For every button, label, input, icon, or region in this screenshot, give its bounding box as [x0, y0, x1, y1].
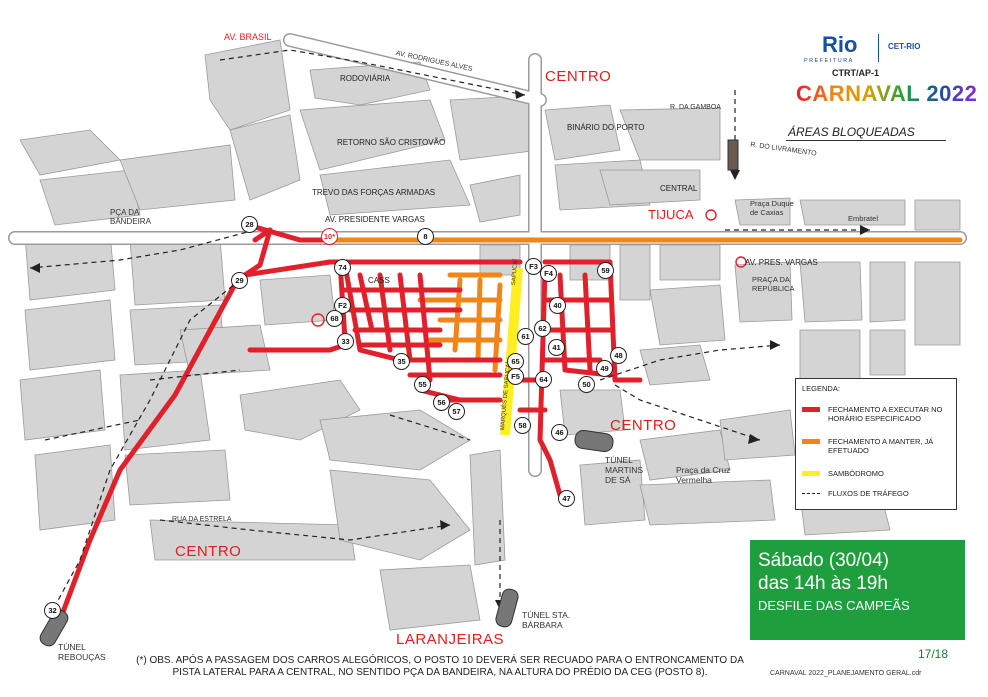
legend-label: FECHAMENTO A EXECUTAR NO HORÁRIO ESPECIF…	[828, 405, 943, 423]
label-duque-caxias: Praça Duque de Caxias	[750, 199, 794, 217]
logo-divider	[878, 34, 879, 62]
label-tunel-barbara: TÚNEL STA. BÁRBARA	[522, 610, 571, 630]
label-tunel-martins: TÚNEL MARTINS DE SÁ	[605, 455, 644, 485]
post-marker: 64	[535, 371, 552, 388]
file-name: CARNAVAL 2022_PLANEJAMENTO GERAL.cdr	[770, 670, 922, 677]
label-trevo: TREVO DAS FORÇAS ARMADAS	[312, 188, 436, 197]
maintained-closures	[327, 237, 963, 373]
post-marker: 61	[517, 328, 534, 345]
ctrt-text: CTRT/AP-1	[832, 68, 879, 78]
metro-markers	[311, 209, 747, 327]
post-marker: 47	[558, 490, 575, 507]
label-pres-vargas-east: AV. PRES. VARGAS	[745, 258, 818, 267]
legend-box: LEGENDA: FECHAMENTO A EXECUTAR NO HORÁRI…	[795, 378, 957, 510]
footnote: (*) OBS. APÓS A PASSAGEM DOS CARROS ALEG…	[136, 655, 744, 678]
city-blocks	[19, 39, 961, 631]
title-underline	[786, 140, 946, 141]
post-marker: 8	[417, 228, 434, 245]
schedule-box: Sábado (30/04) das 14h às 19h DESFILE DA…	[750, 540, 965, 640]
post-marker: 28	[241, 216, 258, 233]
area-centro-top: CENTRO	[545, 68, 612, 85]
cet-rio-text: CET-RIO	[888, 42, 921, 51]
post-marker: F5	[507, 368, 524, 385]
label-praca-republica: PRAÇA DA REPÚBLICA	[752, 275, 795, 293]
post-marker: 57	[448, 403, 465, 420]
area-centro-bottom: CENTRO	[175, 543, 242, 560]
label-rua-estrela: RUA DA ESTRELA	[172, 516, 232, 523]
post-marker: 32	[44, 602, 61, 619]
post-marker: 35	[393, 353, 410, 370]
legend-label: FLUXOS DE TRÁFEGO	[828, 489, 909, 498]
post-marker: 62	[534, 320, 551, 337]
label-cruz-vermelha: Praça da Cruz Vermelha	[676, 465, 731, 485]
label-embratel: Embratel	[848, 214, 879, 223]
post-marker: 74	[334, 259, 351, 276]
area-tijuca: TIJUCA	[648, 207, 694, 222]
post-marker: 58	[514, 417, 531, 434]
label-pres-vargas: AV. PRESIDENTE VARGAS	[325, 215, 425, 224]
post-marker: 41	[548, 339, 565, 356]
label-rodoviaria: RODOVIÁRIA	[340, 74, 391, 83]
label-binario: BINÁRIO DO PORTO	[567, 123, 645, 132]
area-laranjeiras: LARANJEIRAS	[396, 631, 505, 648]
post-marker: 48	[610, 347, 627, 364]
legend-swatch	[802, 471, 820, 476]
sambodromo-line	[500, 267, 523, 436]
schedule-hours: das 14h às 19h	[758, 573, 888, 594]
legend-title: LEGENDA:	[802, 384, 840, 393]
legend-swatch-arrow-icon	[802, 493, 820, 494]
post-marker: F4	[540, 265, 557, 282]
label-cass: CASS	[368, 276, 390, 285]
page-number: 17/18	[918, 647, 949, 661]
post-marker: 68	[326, 310, 343, 327]
post-marker: 59	[597, 262, 614, 279]
label-central: CENTRAL	[660, 184, 698, 193]
label-dagamboa: R. DA GAMBOA	[670, 104, 721, 111]
legend-swatch	[802, 407, 820, 412]
post-marker: 50	[578, 376, 595, 393]
post-marker: 49	[596, 360, 613, 377]
post-marker: 55	[414, 376, 431, 393]
legend-label: SAMBÓDROMO	[828, 469, 884, 478]
schedule-day: Sábado (30/04)	[758, 550, 889, 571]
areas-bloqueadas-title: ÁREAS BLOQUEADAS	[788, 125, 915, 139]
label-av-brasil: AV. BRASIL	[224, 32, 272, 42]
post-marker: 33	[337, 333, 354, 350]
post-marker: 56	[433, 394, 450, 411]
label-retorno: RETORNO SÃO CRISTOVÃO	[337, 138, 446, 147]
area-centro-mid: CENTRO	[610, 417, 677, 434]
legend-label: FECHAMENTO A MANTER, JÁ EFETUADO	[828, 437, 934, 455]
traffic-flows	[29, 49, 870, 616]
schedule-event: DESFILE DAS CAMPEÃS	[758, 598, 910, 613]
legend-swatch	[802, 439, 820, 444]
label-praca-bandeira: PÇA DA BANDEIRA	[110, 208, 151, 226]
post-marker: 10*	[321, 228, 338, 245]
label-tunel-reboucas: TÚNEL REBOUÇAS	[58, 642, 106, 662]
rio-logo-text: Rio	[822, 32, 858, 57]
post-marker: F2	[334, 297, 351, 314]
prefeitura-text: PREFEITURA	[804, 58, 854, 64]
carnaval-logo: Rio PREFEITURA CET-RIO CTRT/AP-1 CARNAVA…	[786, 28, 977, 148]
post-marker: 29	[231, 272, 248, 289]
tunnels	[39, 139, 739, 647]
carnaval-title: CARNAVAL 2022	[796, 81, 978, 106]
post-marker: 46	[551, 424, 568, 441]
post-marker: 40	[549, 297, 566, 314]
